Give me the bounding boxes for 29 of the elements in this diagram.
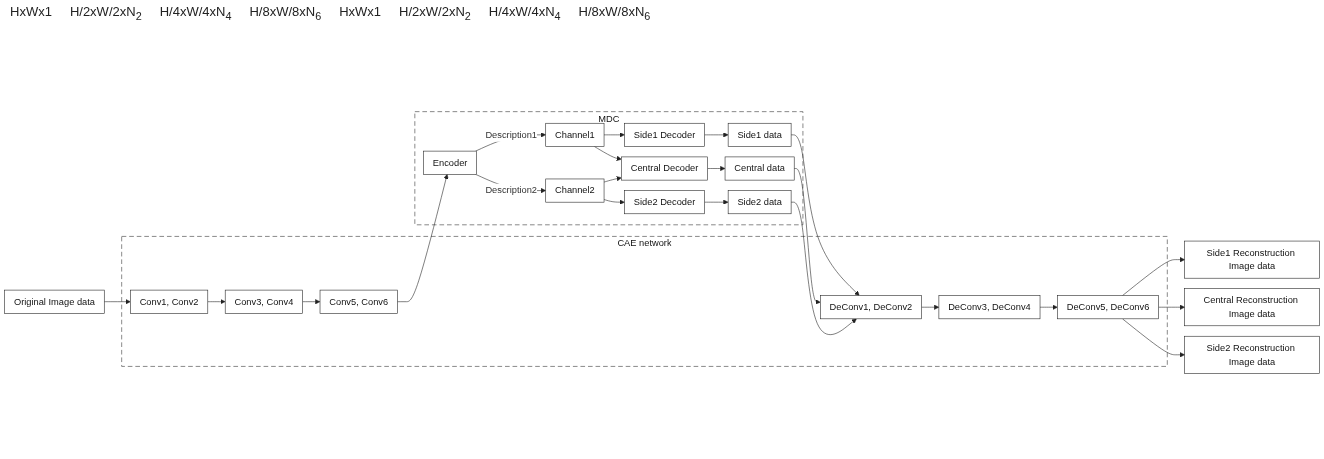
node-box: Side2 Decoder	[624, 190, 705, 214]
dimension-label: HxWx1	[339, 4, 382, 21]
node-box: Conv5, Conv6	[319, 289, 398, 314]
dimension-label: H/8xW/8xN$_{6}$	[578, 4, 651, 22]
node-box: Central data	[724, 156, 795, 181]
dimension-label: H/4xW/4xN$_{4}$	[488, 4, 561, 22]
node-box: Conv1, Conv2	[130, 289, 209, 314]
node-box: DeConv1, DeConv2	[820, 295, 922, 319]
node-box: Channel1	[545, 122, 605, 147]
edge-label: Description2	[485, 185, 538, 195]
node-box: Central Decoder	[621, 156, 708, 181]
dimension-label: HxWx1	[10, 4, 52, 21]
dimension-label: H/8xW/8xN$_{6}$	[249, 4, 322, 22]
node-box: Channel2	[545, 178, 605, 203]
node-box: Side2 data	[727, 190, 792, 214]
node-box: Original Image data	[4, 289, 105, 314]
node-box: Side1 data	[727, 122, 792, 147]
node-box: Encoder	[423, 150, 477, 175]
node-box: Side2 Reconstruction Image data	[1184, 335, 1320, 374]
node-box: Side1 Reconstruction Image data	[1184, 240, 1320, 279]
node-box: Central Reconstruction Image data	[1184, 288, 1320, 326]
node-box: DeConv5, DeConv6	[1057, 295, 1159, 319]
dimension-label: H/4xW/4xN$_{4}$	[159, 4, 232, 22]
edge-label: Description1	[485, 129, 538, 140]
node-box: DeConv3, DeConv4	[938, 295, 1041, 319]
dimension-label: H/2xW/2xN$_{2}$	[399, 4, 471, 22]
node-box: Conv3, Conv4	[224, 289, 303, 314]
dimension-label: H/2xW/2xN$_{2}$	[69, 4, 142, 22]
node-box: Side1 Decoder	[624, 122, 705, 147]
